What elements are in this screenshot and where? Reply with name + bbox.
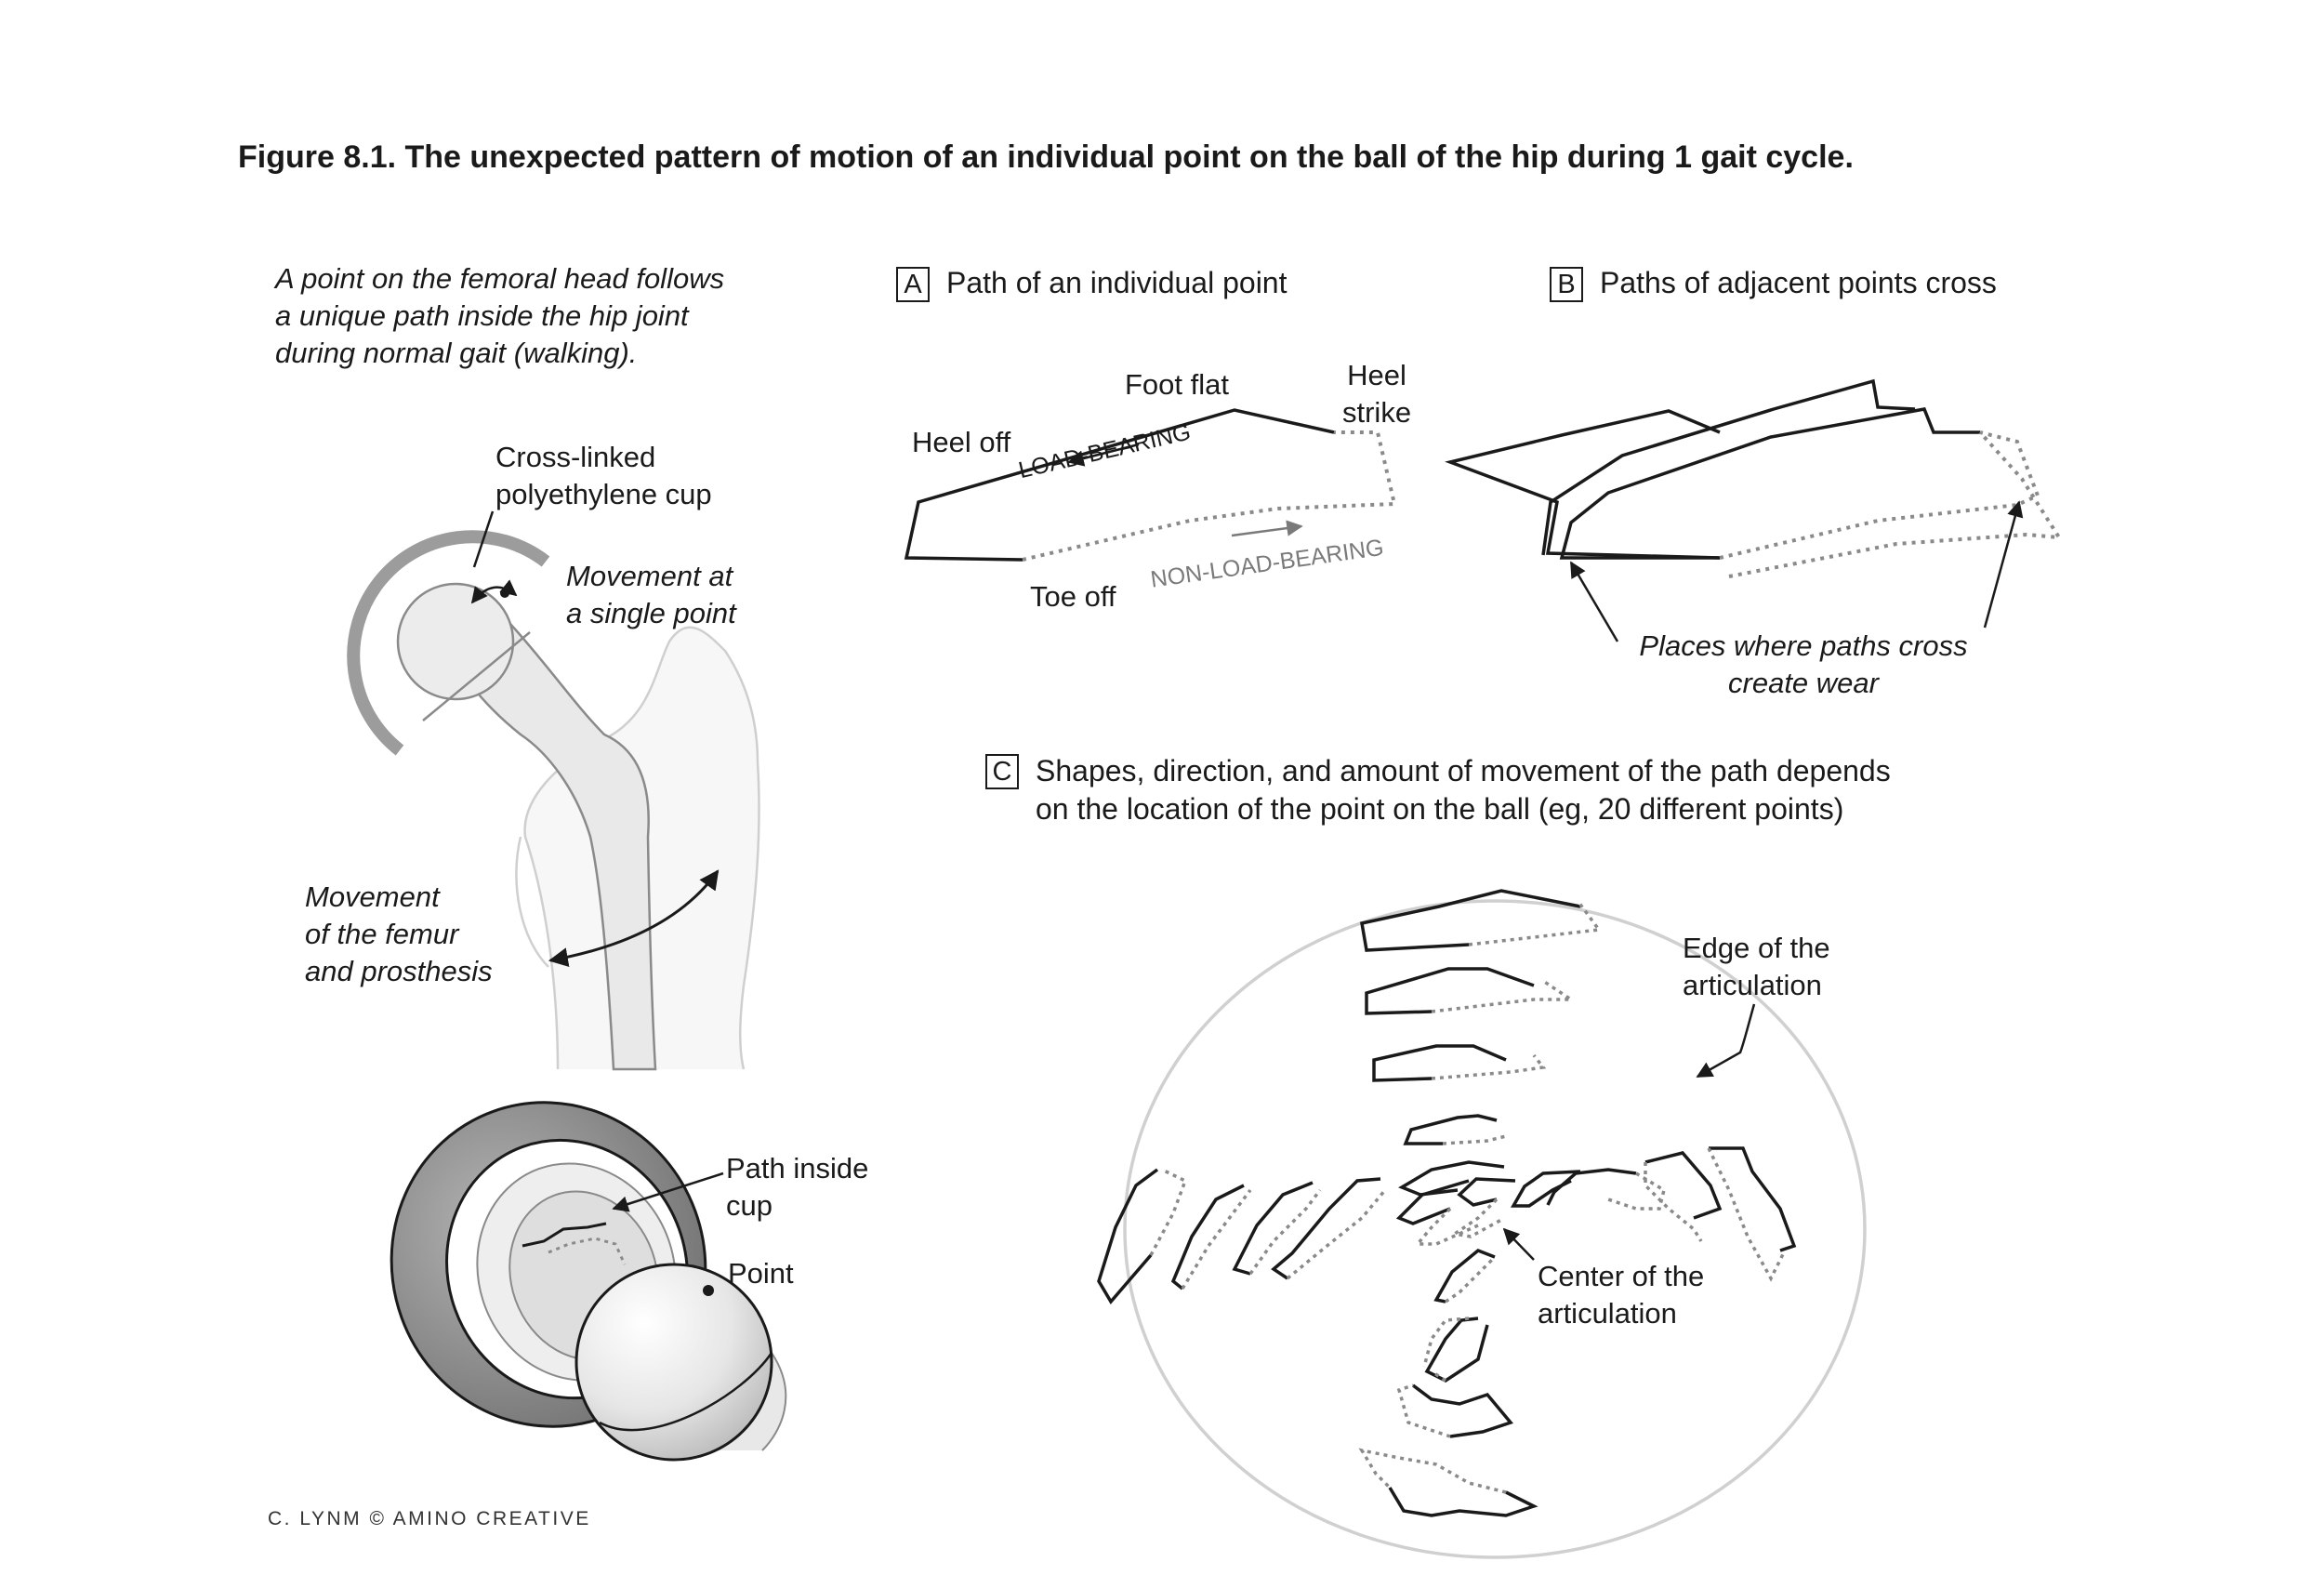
panel-c-heading: C Shapes, direction, and amount of movem… bbox=[985, 752, 1891, 828]
heel-strike-line-2: strike bbox=[1342, 396, 1412, 429]
panel-b-letter: B bbox=[1550, 267, 1583, 302]
path-inside-line-2: cup bbox=[726, 1189, 772, 1222]
cup-and-ball-illustration bbox=[390, 1101, 787, 1462]
intro-line-2: a unique path inside the hip joint bbox=[275, 299, 689, 332]
point-label: Point bbox=[728, 1257, 794, 1290]
femur-illustration bbox=[347, 510, 760, 1071]
edge-label-line-2: articulation bbox=[1683, 969, 1822, 1001]
toe-off-label: Toe off bbox=[1030, 580, 1116, 613]
intro-line-1: A point on the femoral head follows bbox=[275, 262, 725, 295]
single-point-label: Movement at a single point bbox=[566, 558, 736, 632]
panel-b-caption-line-1: Places where paths cross bbox=[1639, 629, 1968, 662]
heel-strike-label: Heel strike bbox=[1342, 357, 1411, 431]
single-point-line-1: Movement at bbox=[566, 560, 733, 592]
panel-c-path-diagram bbox=[1097, 889, 1867, 1559]
femur-label-line-2: of the femur bbox=[305, 918, 459, 950]
credit-line: C. LYNM © AMINO CREATIVE bbox=[268, 1508, 591, 1529]
panel-b-heading-text: Paths of adjacent points cross bbox=[1600, 266, 1997, 299]
figure-title: Figure 8.1. The unexpected pattern of mo… bbox=[238, 139, 1854, 175]
panel-a-path-diagram bbox=[904, 408, 1397, 562]
cup-label-line-2: polyethylene cup bbox=[495, 478, 712, 510]
panel-c-heading-line-1: Shapes, direction, and amount of movemen… bbox=[1036, 754, 1891, 788]
path-inside-cup-label: Path inside cup bbox=[726, 1150, 868, 1224]
center-label-line-1: Center of the bbox=[1538, 1260, 1705, 1292]
cup-label-line-1: Cross-linked bbox=[495, 441, 656, 473]
intro-line-3: during normal gait (walking). bbox=[275, 337, 638, 369]
panel-b-path-diagram bbox=[1445, 378, 2063, 642]
heel-off-label: Heel off bbox=[912, 426, 1011, 458]
panel-a-heading: A Path of an individual point bbox=[896, 264, 1287, 302]
panel-b-heading: B Paths of adjacent points cross bbox=[1550, 264, 1997, 302]
femur-label-line-1: Movement bbox=[305, 880, 440, 913]
edge-label: Edge of the articulation bbox=[1683, 930, 1830, 1004]
intro-text: A point on the femoral head follows a un… bbox=[275, 260, 724, 372]
edge-label-line-1: Edge of the bbox=[1683, 932, 1830, 964]
center-label-line-2: articulation bbox=[1538, 1297, 1677, 1330]
cup-label: Cross-linked polyethylene cup bbox=[495, 439, 712, 513]
center-label: Center of the articulation bbox=[1538, 1258, 1704, 1332]
panel-a-letter: A bbox=[896, 267, 930, 302]
path-inside-line-1: Path inside bbox=[726, 1152, 869, 1185]
femur-movement-label: Movement of the femur and prosthesis bbox=[305, 879, 493, 990]
panel-a-heading-text: Path of an individual point bbox=[946, 266, 1287, 299]
panel-b-caption: Places where paths cross create wear bbox=[1618, 628, 1989, 702]
femur-label-line-3: and prosthesis bbox=[305, 955, 493, 987]
heel-strike-line-1: Heel bbox=[1347, 359, 1406, 391]
foot-flat-label: Foot flat bbox=[1125, 368, 1229, 401]
panel-b-caption-line-2: create wear bbox=[1728, 667, 1879, 699]
panel-c-letter: C bbox=[985, 754, 1019, 789]
single-point-line-2: a single point bbox=[566, 597, 736, 629]
panel-c-heading-line-2: on the location of the point on the ball… bbox=[1036, 792, 1844, 826]
